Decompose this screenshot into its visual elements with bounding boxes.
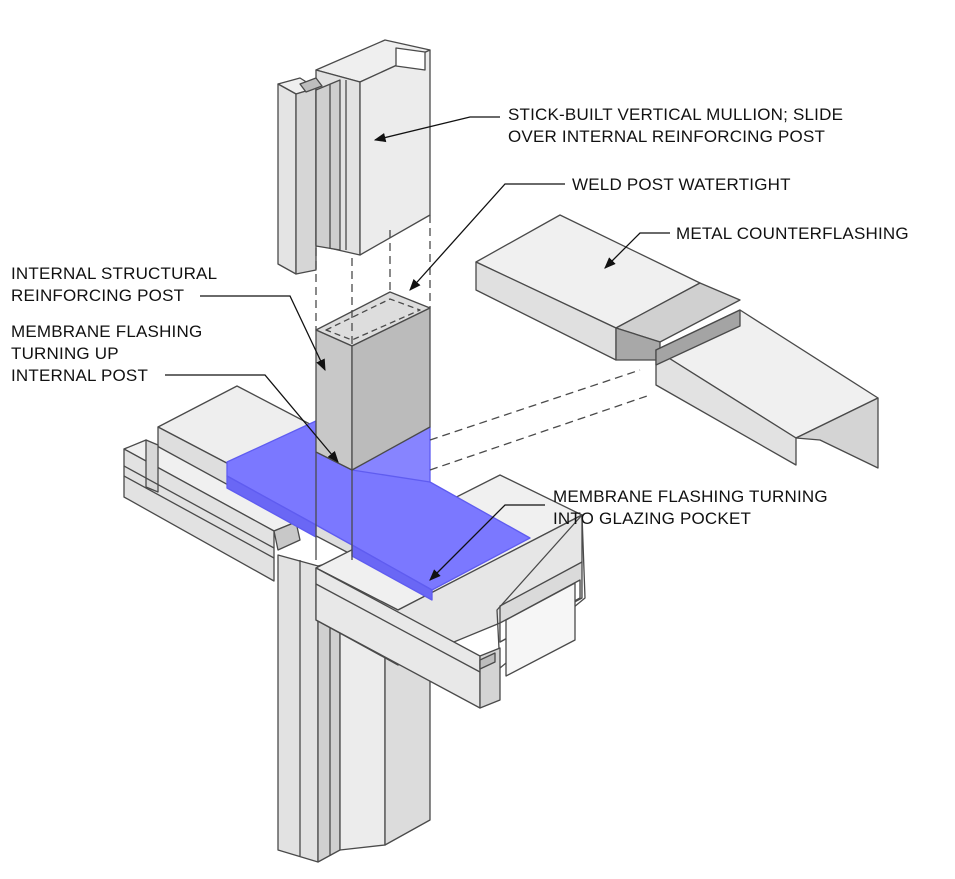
label-reinforcing-post-line1: INTERNAL STRUCTURAL [11,264,218,283]
leader-mullion [373,116,500,143]
leader-reinforcing-post [200,295,326,372]
label-membrane-pocket-line1: MEMBRANE FLASHING TURNING [553,487,828,506]
upper-vertical-mullion [277,39,431,275]
left-horizontal-mullion [123,439,301,582]
label-membrane-up-line1: MEMBRANE FLASHING [11,322,203,341]
label-membrane-pocket-line2: INTO GLAZING POCKET [553,509,752,528]
leader-membrane-pocket [429,504,545,581]
counterflashing-right [655,309,879,469]
label-vertical-mullion-line2: OVER INTERNAL REINFORCING POST [508,127,826,146]
leader-counterflashing [604,232,670,269]
label-reinforcing-post: INTERNAL STRUCTURAL REINFORCING POST [11,263,217,307]
label-membrane-up-line2: TURNING UP [11,344,119,363]
alignment-lines [315,215,651,471]
internal-reinforcing-post [315,291,431,471]
right-horizontal-mullion [315,474,586,709]
label-membrane-pocket: MEMBRANE FLASHING TURNING INTO GLAZING P… [553,486,828,530]
label-vertical-mullion: STICK-BUILT VERTICAL MULLION; SLIDE OVER… [508,104,843,148]
label-membrane-up-line3: INTERNAL POST [11,366,149,385]
leader-weld [409,183,565,291]
label-counterflashing-line1: METAL COUNTERFLASHING [676,224,909,243]
label-vertical-mullion-line1: STICK-BUILT VERTICAL MULLION; SLIDE [508,105,844,124]
leader-membrane-up [165,374,339,463]
label-reinforcing-post-line2: REINFORCING POST [11,286,185,305]
leader-lines [165,116,670,581]
label-weld-post: WELD POST WATERTIGHT [572,174,791,196]
counterflashing-left [475,214,741,361]
label-membrane-up: MEMBRANE FLASHING TURNING UP INTERNAL PO… [11,321,202,387]
label-weld-post-line1: WELD POST WATERTIGHT [572,175,791,194]
label-counterflashing: METAL COUNTERFLASHING [676,223,909,245]
